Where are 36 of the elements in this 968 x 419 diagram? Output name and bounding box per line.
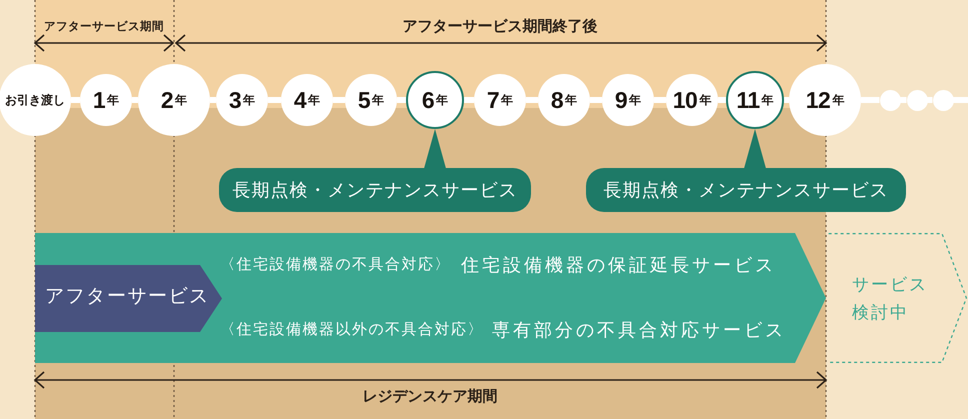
service-name-label: 住宅設備機器の保証延長サービス bbox=[461, 254, 776, 277]
period-label: レジデンスケア期間 bbox=[362, 387, 498, 407]
timeline-connector bbox=[71, 97, 80, 103]
period-label: アフターサービス期間終了後 bbox=[402, 17, 598, 37]
dot-icon bbox=[906, 90, 928, 110]
status-label: サービス検討中 bbox=[852, 274, 929, 324]
timeline-connector bbox=[132, 97, 138, 103]
service-label: アフターサービス bbox=[45, 285, 210, 309]
planned-service-band bbox=[828, 233, 967, 363]
timeline-connector bbox=[784, 97, 789, 103]
timeline-connector bbox=[268, 97, 281, 103]
service-tag bbox=[35, 265, 222, 332]
timeline-connector bbox=[526, 97, 538, 103]
timeline-connector bbox=[954, 97, 968, 103]
timeline-connector bbox=[861, 97, 880, 103]
timeline-connector bbox=[928, 97, 932, 103]
callout-pointer bbox=[424, 129, 446, 168]
service-band bbox=[35, 233, 826, 363]
timeline-connector bbox=[397, 97, 406, 103]
timeline-connector bbox=[590, 97, 602, 103]
milestone-label: お引き渡し bbox=[5, 92, 65, 108]
period-label: アフターサービス期間 bbox=[44, 20, 164, 34]
callout-pointer bbox=[744, 129, 766, 168]
timeline-connector bbox=[654, 97, 666, 103]
callout-text: 長期点検・メンテナンスサービス bbox=[604, 179, 888, 202]
callout-text: 長期点検・メンテナンスサービス bbox=[232, 179, 518, 202]
timeline-connector bbox=[718, 97, 726, 103]
service-category-label: 〈住宅設備機器の不具合対応〉 bbox=[220, 255, 451, 275]
dot-icon bbox=[880, 90, 900, 110]
service-name-label: 専有部分の不具合対応サービス bbox=[492, 319, 786, 342]
timeline-connector bbox=[210, 97, 216, 103]
dot-icon bbox=[932, 90, 954, 110]
timeline-connector bbox=[333, 97, 345, 103]
timeline-connector bbox=[900, 97, 906, 103]
service-category-label: 〈住宅設備機器以外の不具合対応〉 bbox=[220, 320, 484, 340]
timeline-connector bbox=[464, 97, 474, 103]
